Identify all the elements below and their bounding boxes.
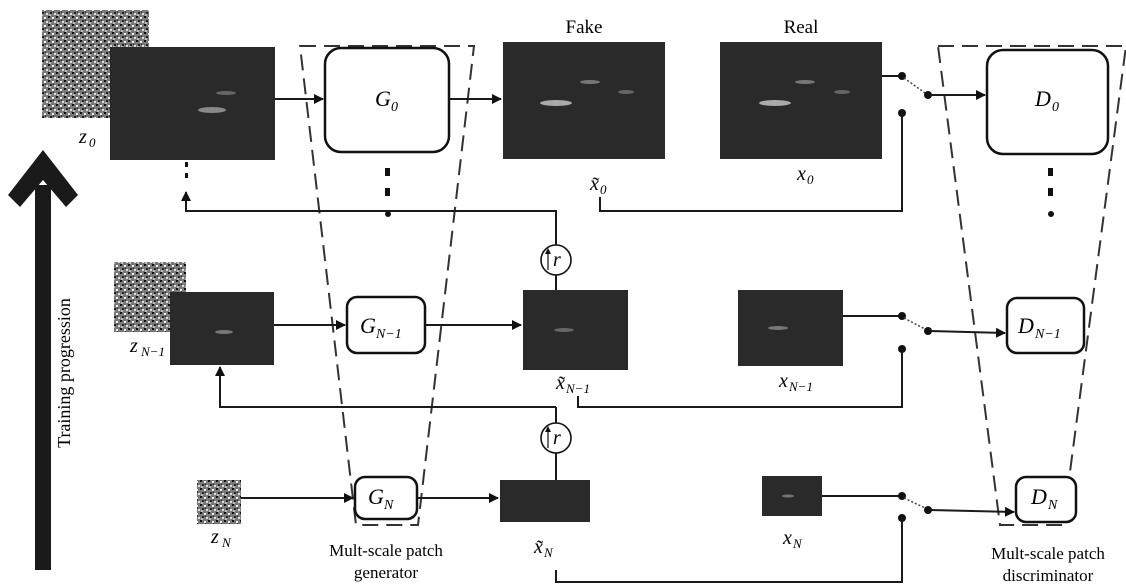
svg-text:N−1: N−1 [140, 344, 165, 359]
switch-levelN [555, 492, 1015, 583]
symbol-zN: z N [210, 526, 232, 550]
discriminator-caption-line2: discriminator [1003, 566, 1094, 585]
generator-caption-line2: generator [354, 563, 419, 582]
switch-levelN1 [577, 312, 1006, 408]
training-progression-label: Training progression [54, 298, 74, 448]
symbol-xtN1: x̃ N−1 [555, 372, 590, 396]
real-header: Real [784, 17, 819, 38]
symbol-x0: x 0 [796, 163, 814, 187]
noise-image-zN [197, 480, 241, 524]
real-image-0 [720, 42, 882, 159]
svg-text:N: N [221, 535, 232, 550]
svg-text:z: z [210, 526, 219, 548]
svg-text:N−1: N−1 [375, 327, 402, 342]
upsample-r-label-0: r [553, 249, 561, 271]
svg-text:0: 0 [89, 135, 96, 150]
svg-text:x: x [782, 527, 792, 549]
generator-GN1 [345, 295, 427, 355]
symbol-GN1: G N−1 [360, 313, 402, 342]
svg-text:0: 0 [807, 172, 814, 187]
symbol-DN1: D N−1 [1017, 313, 1061, 342]
symbol-D0: D 0 [1034, 86, 1059, 115]
svg-text:0: 0 [1052, 100, 1059, 115]
svg-text:x̃: x̃ [589, 173, 599, 195]
upsample-r-levelN1 [540, 422, 572, 454]
switch-level0 [599, 72, 986, 212]
symbol-xtN: x̃ N [533, 536, 554, 560]
svg-text:N−1: N−1 [565, 381, 590, 396]
generator-caption-line1: Mult-scale patch [329, 541, 443, 560]
discriminator-trapezoid [936, 45, 1126, 526]
real-image-N1 [738, 290, 843, 366]
input-image-levelN1 [170, 292, 274, 365]
symbol-GN: G N [368, 484, 394, 513]
svg-text:N−1: N−1 [788, 379, 813, 394]
training-progression-arrow [8, 150, 78, 570]
discriminator-D0 [985, 48, 1110, 156]
svg-text:D: D [1017, 313, 1034, 338]
svg-text:x̃: x̃ [555, 372, 565, 394]
upsample-r-label-N1: r [553, 427, 561, 449]
symbol-zN1: z N−1 [129, 335, 165, 359]
generator-ellipsis [385, 168, 391, 217]
svg-text:N: N [792, 536, 803, 551]
upsample-path-to-levelN1 [215, 366, 556, 408]
discriminator-caption-line1: Mult-scale patch [991, 544, 1105, 563]
svg-text:x: x [778, 370, 788, 392]
symbol-xt0: x̃ 0 [589, 173, 607, 197]
upsample-path-to-level0 [181, 191, 557, 275]
svg-text:0: 0 [600, 182, 607, 197]
svg-text:N: N [1047, 498, 1058, 513]
svg-text:G: G [375, 86, 391, 111]
fake-header: Fake [566, 17, 603, 38]
svg-text:0: 0 [391, 100, 398, 115]
svg-text:N: N [383, 498, 394, 513]
generator-trapezoid [298, 45, 476, 526]
discriminator-DN [1014, 475, 1078, 524]
discriminator-ellipsis [1048, 168, 1054, 217]
real-image-N [762, 476, 822, 516]
fake-image-0 [503, 42, 665, 159]
fake-image-N [500, 480, 590, 522]
symbol-xN1: x N−1 [778, 370, 813, 394]
svg-text:N−1: N−1 [1034, 327, 1061, 342]
svg-text:D: D [1034, 86, 1051, 111]
svg-text:G: G [368, 484, 384, 509]
discriminator-DN1 [1005, 296, 1086, 355]
svg-text:N: N [543, 545, 554, 560]
svg-text:x: x [796, 163, 806, 185]
fake-image-N1 [523, 290, 628, 370]
symbol-xN: x N [782, 527, 803, 551]
input0-ellipsis [185, 162, 188, 178]
symbol-z0: z 0 [78, 126, 96, 150]
symbol-G0: G 0 [375, 86, 398, 115]
symbol-DN: D N [1030, 484, 1058, 513]
svg-text:z: z [78, 126, 87, 148]
svg-text:D: D [1030, 484, 1047, 509]
svg-text:x̃: x̃ [533, 536, 543, 558]
svg-text:z: z [129, 335, 138, 357]
input-image-level0 [110, 47, 275, 160]
svg-text:G: G [360, 313, 376, 338]
upsample-r-level0 [540, 244, 572, 276]
